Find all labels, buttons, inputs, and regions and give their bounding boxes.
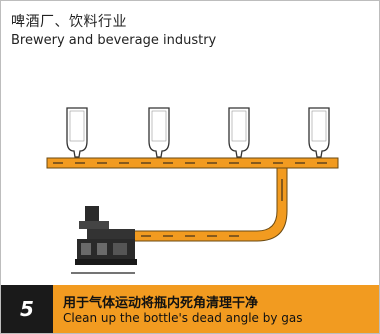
caption-chinese: 用于气体运动将瓶内死角清理干净 xyxy=(63,296,259,311)
bottle-4 xyxy=(308,107,330,158)
compressor-unit xyxy=(71,206,137,274)
step-number: 5 xyxy=(1,285,53,333)
bottle-2 xyxy=(148,107,170,158)
gas-cleaning-diagram xyxy=(46,107,339,274)
step-caption: 5 用于气体运动将瓶内死角清理干净 Clean up the bottle's … xyxy=(1,285,379,333)
bottle-1 xyxy=(66,107,88,158)
caption-english: Clean up the bottle's dead angle by gas xyxy=(63,311,303,325)
title-chinese: 啤酒厂、饮料行业 xyxy=(11,14,127,30)
title-english: Brewery and beverage industry xyxy=(11,33,217,48)
gas-supply-pipe xyxy=(130,167,288,242)
bottle-3 xyxy=(228,107,250,158)
gas-manifold-pipe xyxy=(46,157,339,169)
